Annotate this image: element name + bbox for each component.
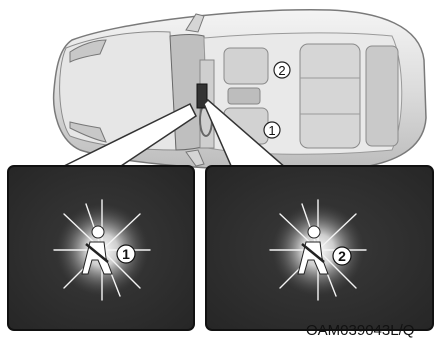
panel-1-number: 1 [117,245,135,263]
panel-driver-seatbelt-warning: 1 [8,166,194,330]
panel-2-number-label: 2 [338,248,346,264]
panel-1-number-label: 1 [122,246,130,262]
figure-code: OAM039043L/Q [306,322,439,340]
car-marker-1: 1 [264,122,280,138]
car-trunk [366,46,398,146]
car-marker-1-label: 1 [268,123,275,138]
car-center-console [228,88,260,104]
car-front-seat-passenger [224,48,268,84]
car-marker-2-label: 2 [278,63,285,78]
panel-2-number: 2 [333,247,351,265]
panel-passenger-seatbelt-warning: 2 [206,166,433,330]
car-rear-seat [300,44,360,148]
car-marker-2: 2 [274,62,290,78]
